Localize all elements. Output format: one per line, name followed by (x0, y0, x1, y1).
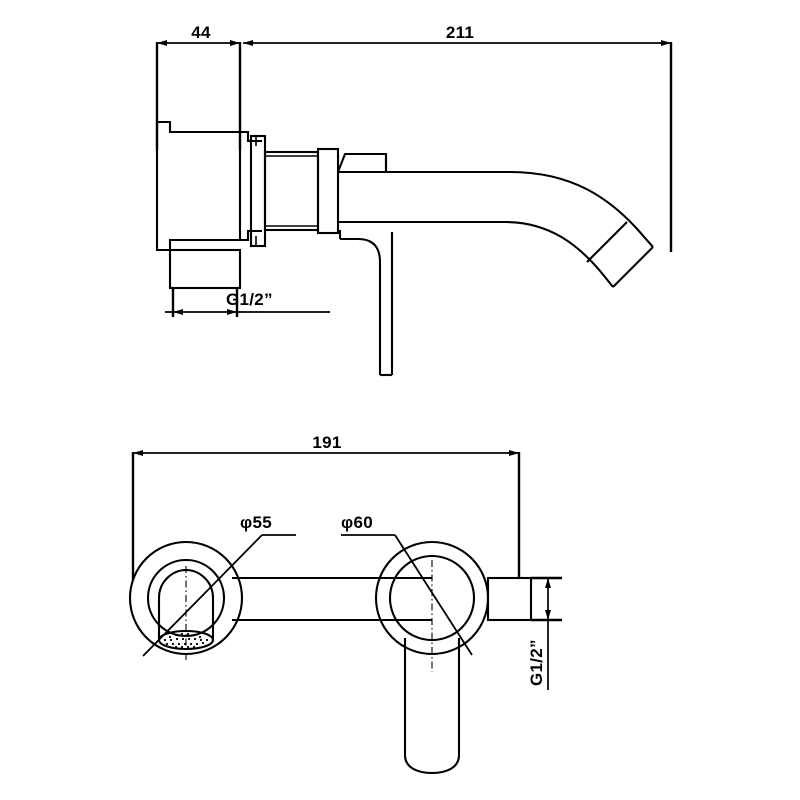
handle-escutcheon (128, 540, 244, 662)
side-elevation-view: 44 211 (155, 23, 673, 377)
spout-bottom-edge (338, 220, 614, 288)
inlet-connection (168, 248, 242, 290)
handle-inner-circle (146, 558, 226, 638)
thread-block-front: G1/2” (486, 576, 562, 690)
body-connector-bar (232, 576, 432, 622)
arrowhead-191-right (509, 450, 519, 456)
dimension-label-phi55: φ55 (240, 513, 272, 532)
spout-top-edge (338, 170, 654, 248)
arrowhead-44-right (230, 40, 240, 46)
lever-handle-left-edge (340, 237, 382, 375)
body-step-bottom (240, 229, 262, 242)
diameter-60-callout: φ60 (341, 513, 473, 656)
dimension-label-211: 211 (446, 23, 474, 42)
side-elevation-dimensions: 44 211 (155, 23, 673, 252)
spout-outlet-face (612, 246, 654, 288)
valve-body-outline (155, 120, 262, 252)
inlet-stub (168, 248, 242, 290)
arrowhead-211-left (243, 40, 253, 46)
arrowhead-191-left (133, 450, 143, 456)
front-elevation-view: 191 (128, 433, 562, 775)
arrowhead-thread-right (227, 309, 237, 315)
dimension-label-thread-front: G1/2” (527, 639, 546, 686)
arrowhead-thread-front-top (545, 578, 551, 588)
handle-base-stipple (163, 632, 209, 649)
thread-dimension-side: G1/2” (165, 288, 330, 317)
arrowhead-44-left (157, 40, 167, 46)
cartridge-housing (263, 147, 340, 235)
arrowhead-thread-left (173, 309, 183, 315)
front-elevation-dimensions: 191 (131, 433, 521, 580)
thread-connection-block (486, 576, 533, 622)
lever-handle-root (338, 229, 342, 239)
dimension-label-191: 191 (312, 433, 341, 452)
leader-line-phi55 (142, 534, 263, 657)
diameter-55-callout: φ55 (142, 513, 296, 657)
spout-front-profile (403, 638, 461, 775)
cartridge-collar (316, 147, 340, 235)
spout-front-body (403, 638, 461, 775)
arrowhead-211-right (661, 40, 671, 46)
leader-line-phi60 (394, 534, 473, 656)
spout-inner-circle (388, 554, 476, 642)
lever-handle (338, 229, 394, 377)
dimension-label-thread-side: G1/2” (226, 290, 273, 309)
spout-saddle (337, 152, 388, 173)
arrowhead-thread-front-bottom (545, 610, 551, 620)
spout-aerator-seam (586, 221, 628, 263)
dimension-label-phi60: φ60 (341, 513, 373, 532)
dimension-label-44: 44 (191, 23, 211, 42)
body-step-top (240, 130, 262, 143)
spout-outline (338, 170, 654, 288)
